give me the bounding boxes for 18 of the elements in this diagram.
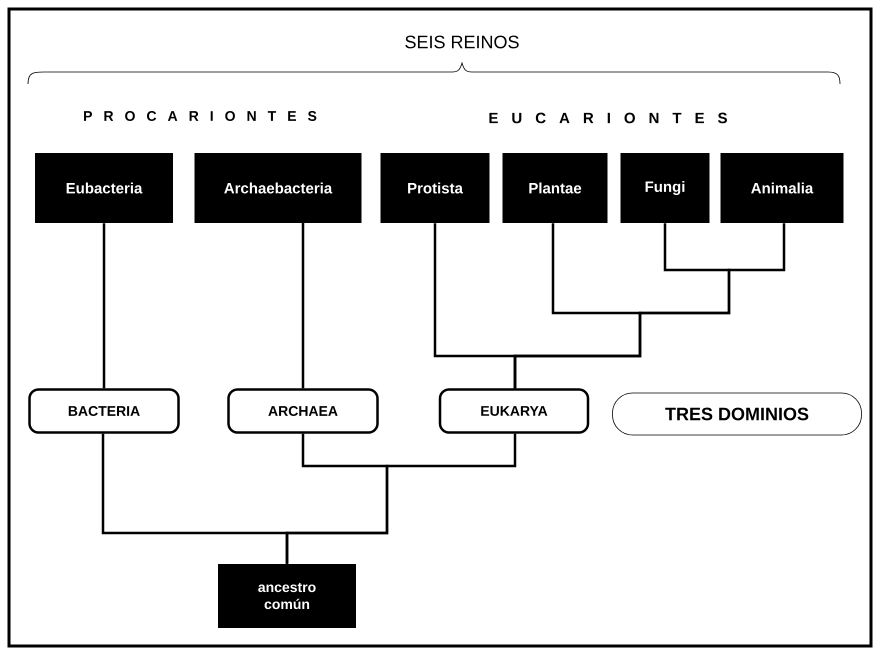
connector — [286, 434, 516, 564]
group-label: P R O C A R I O N T E S — [84, 111, 316, 121]
kingdom-box: Eubacteria — [35, 153, 173, 223]
domain-box: BACTERIA — [28, 388, 180, 434]
heading: SEIS REINOS — [405, 36, 519, 48]
kingdom-box: Plantae — [502, 153, 608, 223]
connector — [102, 223, 106, 388]
connector — [302, 222, 304, 388]
group-label: E U C A R I O N T E S — [489, 112, 727, 124]
rank-box: TRES DOMINIOS — [612, 392, 862, 436]
kingdom-box: Archaebacteria — [194, 153, 362, 223]
domain-box: ARCHAEA — [227, 388, 379, 434]
kingdom-box: Protista — [380, 153, 490, 223]
ancestor-box: ancestro común — [218, 564, 356, 628]
kingdom-box: Fungi — [620, 153, 710, 223]
domain-box: EUKARYA — [438, 388, 590, 434]
connector — [514, 223, 786, 388]
kingdom-box: Animalia — [720, 153, 844, 223]
